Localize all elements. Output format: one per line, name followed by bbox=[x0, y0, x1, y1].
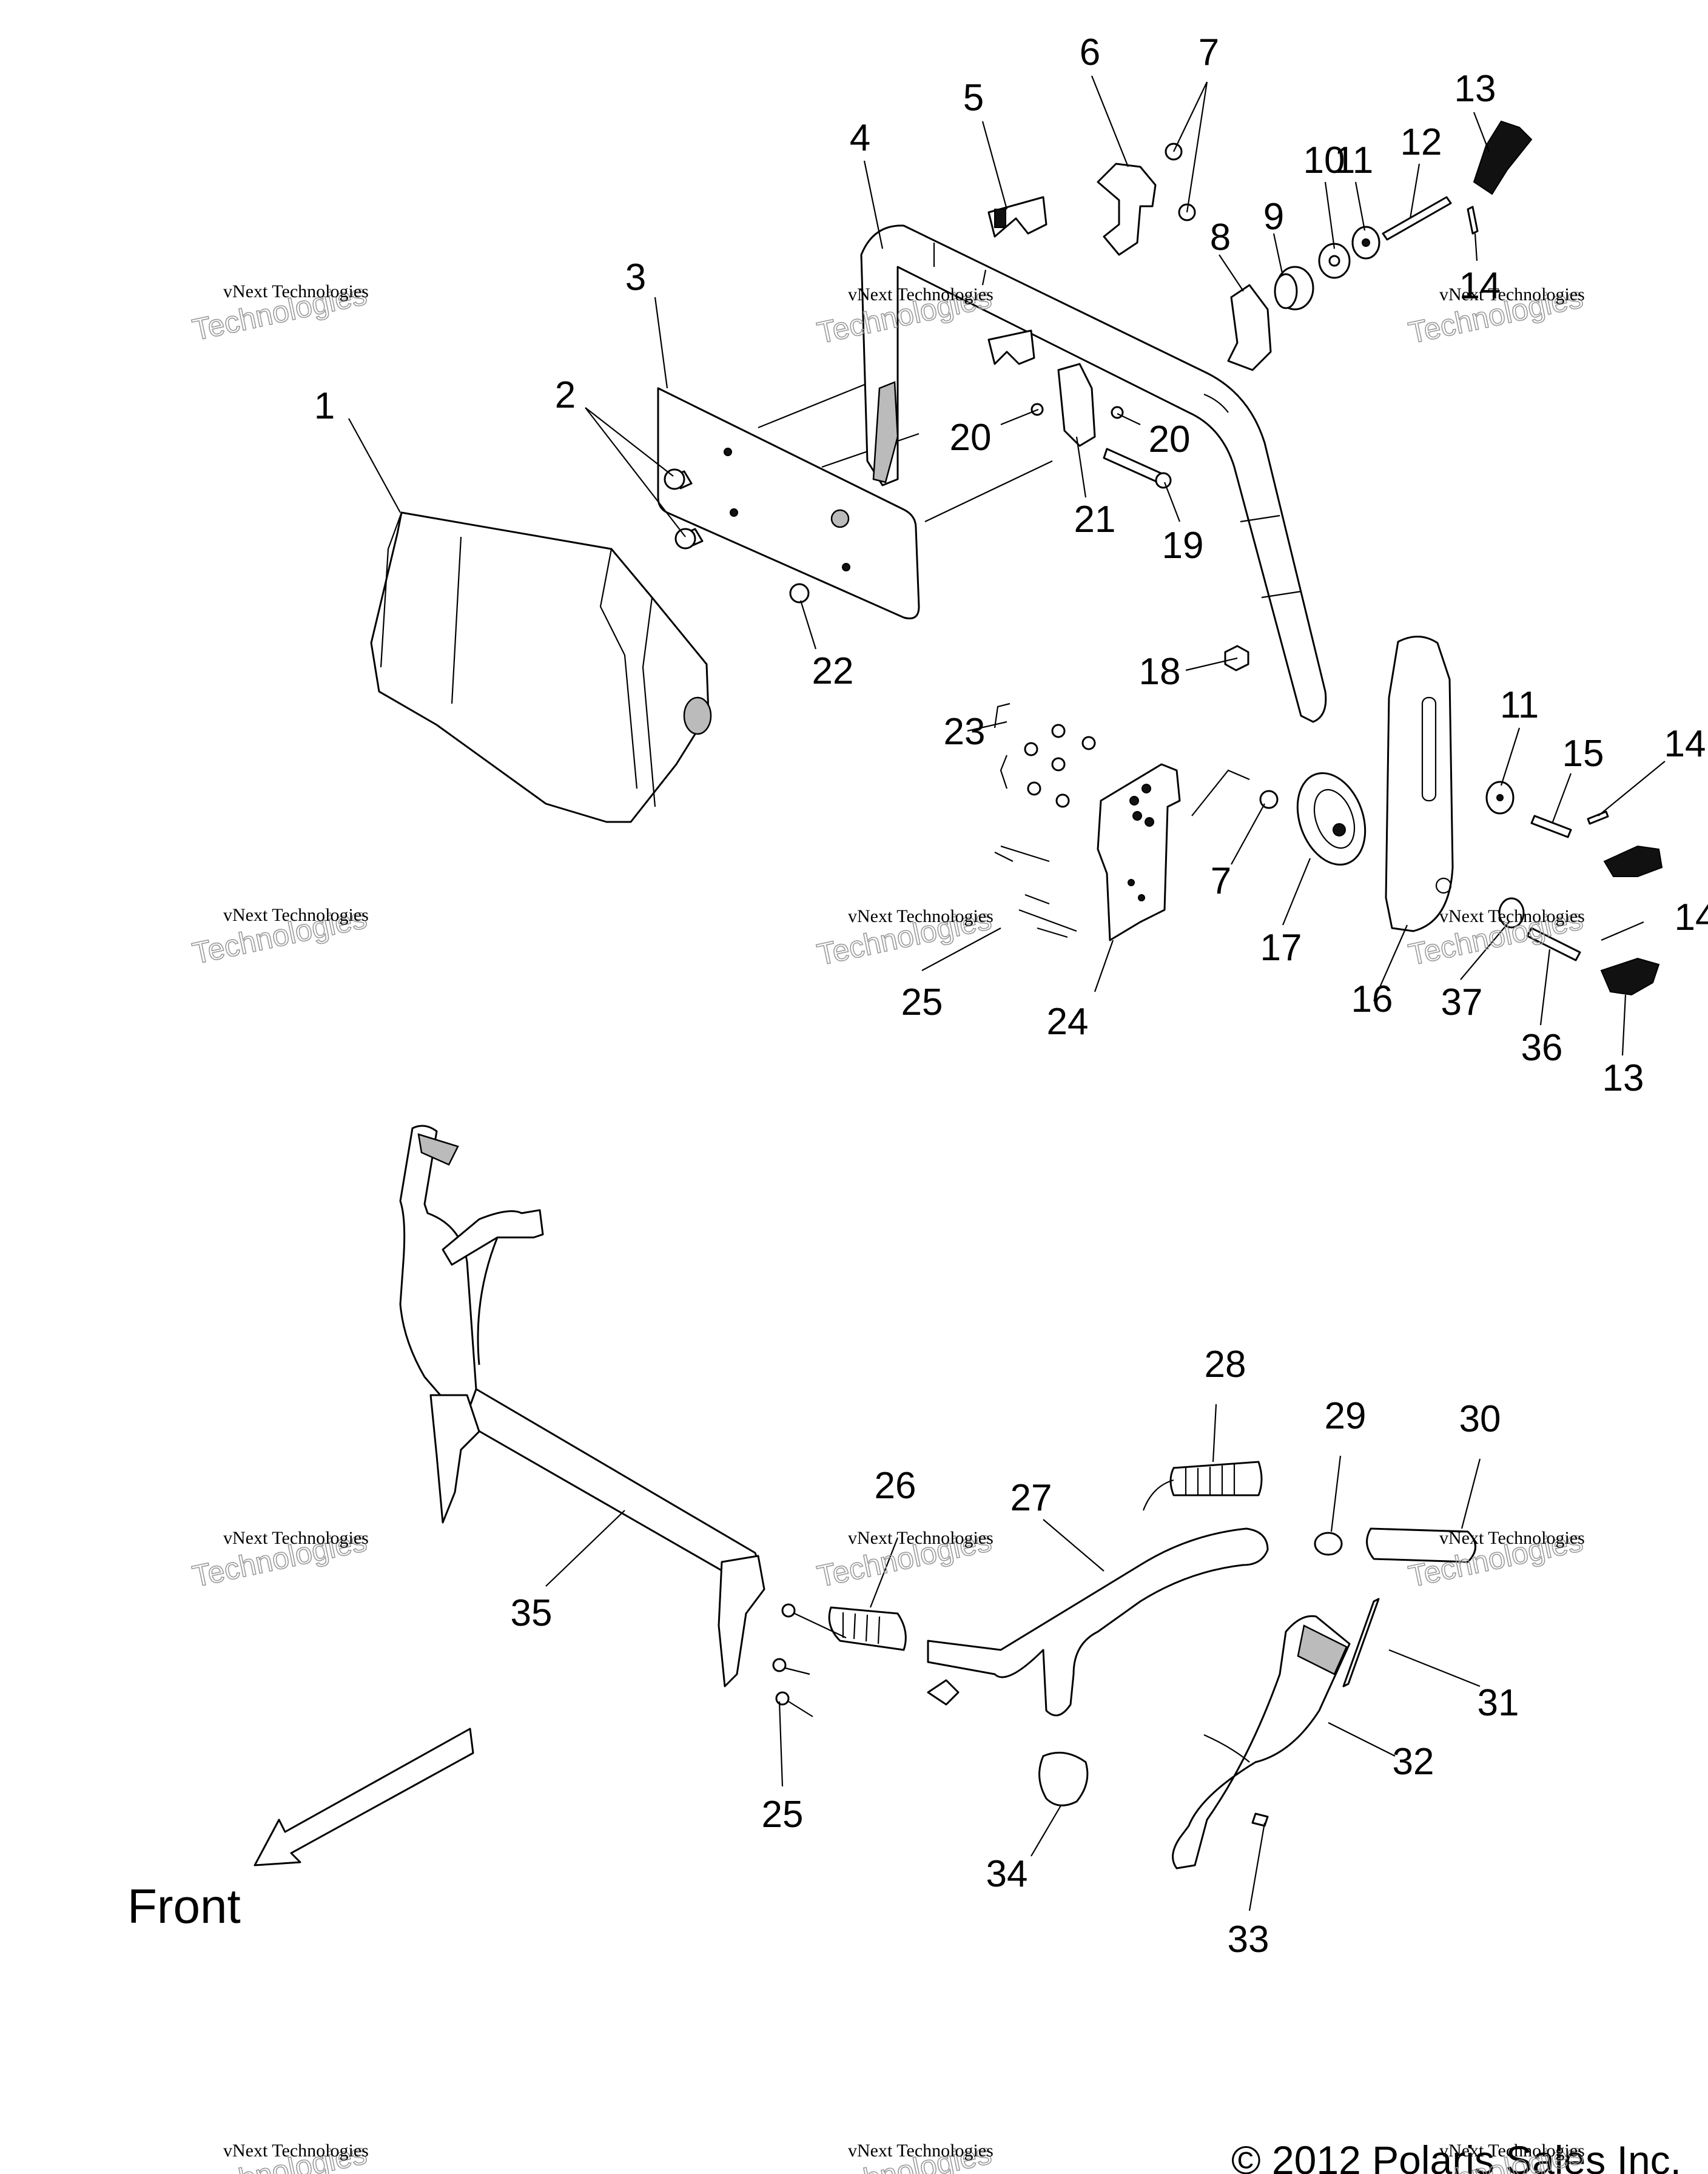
callout-c10: 10 bbox=[1303, 140, 1345, 181]
watermark-small: vNext Technologies bbox=[848, 284, 994, 305]
part-32-34-lever bbox=[1038, 1615, 1351, 1869]
part-2-pins bbox=[664, 468, 810, 604]
callout-c12: 12 bbox=[1400, 121, 1442, 163]
front-label: Front bbox=[127, 1879, 241, 1933]
callout-c32: 32 bbox=[1393, 1741, 1434, 1783]
part-23-24-bracket bbox=[994, 702, 1250, 941]
part-clamps bbox=[987, 163, 1272, 447]
callout-c25b: 25 bbox=[762, 1794, 804, 1836]
callout-c18: 18 bbox=[1139, 651, 1181, 693]
callout-c11a: 11 bbox=[1334, 140, 1373, 181]
watermark-small: vNext Technologies bbox=[848, 1528, 994, 1548]
watermark-small: vNext Technologies bbox=[1439, 1528, 1585, 1548]
callout-c4: 4 bbox=[850, 117, 870, 159]
callout-c28: 28 bbox=[1205, 1344, 1246, 1385]
callout-c20a: 20 bbox=[950, 417, 992, 459]
callout-c2: 2 bbox=[555, 374, 576, 416]
callout-c19: 19 bbox=[1162, 525, 1204, 567]
watermark-small: vNext Technologies bbox=[848, 2141, 994, 2161]
callout-c27: 27 bbox=[1010, 1477, 1052, 1519]
callout-c30: 30 bbox=[1459, 1398, 1501, 1440]
callout-c5: 5 bbox=[963, 77, 984, 119]
callout-c1: 1 bbox=[314, 385, 335, 427]
callout-c25a: 25 bbox=[901, 981, 943, 1023]
callout-c16: 16 bbox=[1351, 978, 1393, 1020]
callout-c7a: 7 bbox=[1199, 32, 1219, 73]
callout-c14c: 14 bbox=[1675, 897, 1708, 938]
callout-c13a: 13 bbox=[1454, 68, 1496, 110]
callout-c8: 8 bbox=[1210, 217, 1231, 258]
callout-c37: 37 bbox=[1441, 981, 1483, 1023]
callout-c26: 26 bbox=[875, 1465, 916, 1507]
callout-c22: 22 bbox=[812, 650, 854, 692]
callout-c15: 15 bbox=[1562, 733, 1604, 775]
part-9-14-hardware bbox=[1274, 120, 1533, 311]
callout-c14b: 14 bbox=[1664, 723, 1706, 765]
part-26-30-handle bbox=[828, 1461, 1476, 1717]
watermark-small: vNext Technologies bbox=[1439, 284, 1585, 305]
callout-c33: 33 bbox=[1228, 1919, 1269, 1960]
callout-c3: 3 bbox=[625, 257, 646, 298]
leader-lines bbox=[348, 75, 1666, 1911]
watermark-small: vNext Technologies bbox=[1439, 2141, 1585, 2161]
callout-c34: 34 bbox=[986, 1853, 1028, 1895]
front-arrow bbox=[254, 1728, 474, 1866]
callout-c23: 23 bbox=[944, 711, 986, 753]
callout-c20b: 20 bbox=[1149, 419, 1191, 460]
callout-c31: 31 bbox=[1478, 1682, 1519, 1724]
watermark-small: vNext Technologies bbox=[223, 281, 369, 301]
part-1-pad-cover bbox=[370, 511, 712, 823]
callout-c17: 17 bbox=[1260, 927, 1302, 969]
callout-c9: 9 bbox=[1263, 196, 1284, 238]
callout-c13b: 13 bbox=[1602, 1057, 1644, 1099]
callout-c11b: 11 bbox=[1500, 684, 1539, 726]
part-4-main-bar bbox=[860, 224, 1327, 723]
part-3-backplate bbox=[657, 375, 1053, 619]
watermark-small: vNext Technologies bbox=[223, 1528, 369, 1548]
part-35-crossbar bbox=[399, 1125, 765, 1688]
callout-c21: 21 bbox=[1074, 499, 1116, 540]
part-16-17-arm bbox=[1296, 636, 1454, 932]
callout-c29: 29 bbox=[1325, 1395, 1367, 1437]
watermark-small: vNext Technologies bbox=[848, 906, 994, 926]
callout-c24: 24 bbox=[1047, 1001, 1089, 1043]
watermark-small: vNext Technologies bbox=[223, 2141, 369, 2161]
callout-c36: 36 bbox=[1521, 1027, 1563, 1069]
copyright-text: © 2012 Polaris Sales Inc. bbox=[1231, 2138, 1681, 2174]
watermark-small: vNext Technologies bbox=[223, 905, 369, 925]
watermark-small: vNext Technologies bbox=[1439, 906, 1585, 926]
callout-c35: 35 bbox=[511, 1592, 553, 1634]
callout-c6: 6 bbox=[1080, 32, 1100, 73]
callout-c14a: 14 bbox=[1459, 265, 1501, 307]
part-right-hardware bbox=[1485, 781, 1663, 996]
callout-c7b: 7 bbox=[1211, 860, 1231, 902]
